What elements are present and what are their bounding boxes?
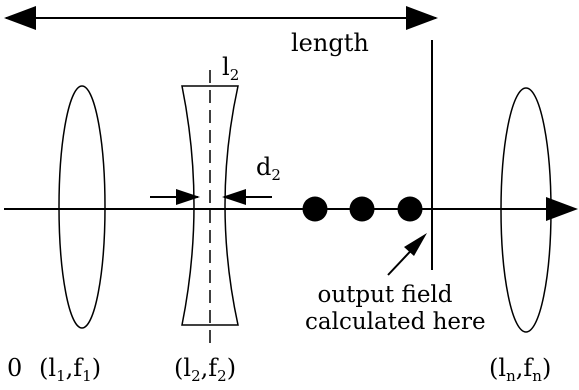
- output-field-label-line1: output field: [317, 282, 453, 308]
- ellipsis-dot-2: [349, 196, 375, 222]
- ellipsis-dot-1: [302, 196, 328, 222]
- d2-left-arrowhead: [176, 189, 200, 205]
- optical-axis-arrowhead: [546, 197, 578, 221]
- lens-1-convex: [58, 85, 106, 329]
- d2-right-arrowhead: [222, 189, 246, 205]
- lens-2-thickness-label: d2: [256, 153, 281, 184]
- length-arrow-right-head: [406, 6, 438, 30]
- lens-2-position-marker: l2: [222, 53, 240, 84]
- lens-2-label: (l2,f2): [174, 354, 237, 385]
- output-field-label-line2: calculated here: [305, 309, 486, 335]
- output-pointer-arrowhead: [404, 233, 427, 256]
- lens-n-convex: [500, 87, 552, 333]
- lens-2-concave: [181, 85, 239, 326]
- lens-n-label: (ln,fn): [489, 354, 552, 385]
- origin-label: 0: [7, 354, 23, 382]
- ellipsis-dot-3: [397, 196, 423, 222]
- lens-1-label: (l1,f1): [39, 354, 102, 385]
- output-field-label: output field calculated here: [305, 282, 486, 336]
- length-arrow-left-head: [4, 6, 36, 30]
- length-label: length: [291, 29, 369, 57]
